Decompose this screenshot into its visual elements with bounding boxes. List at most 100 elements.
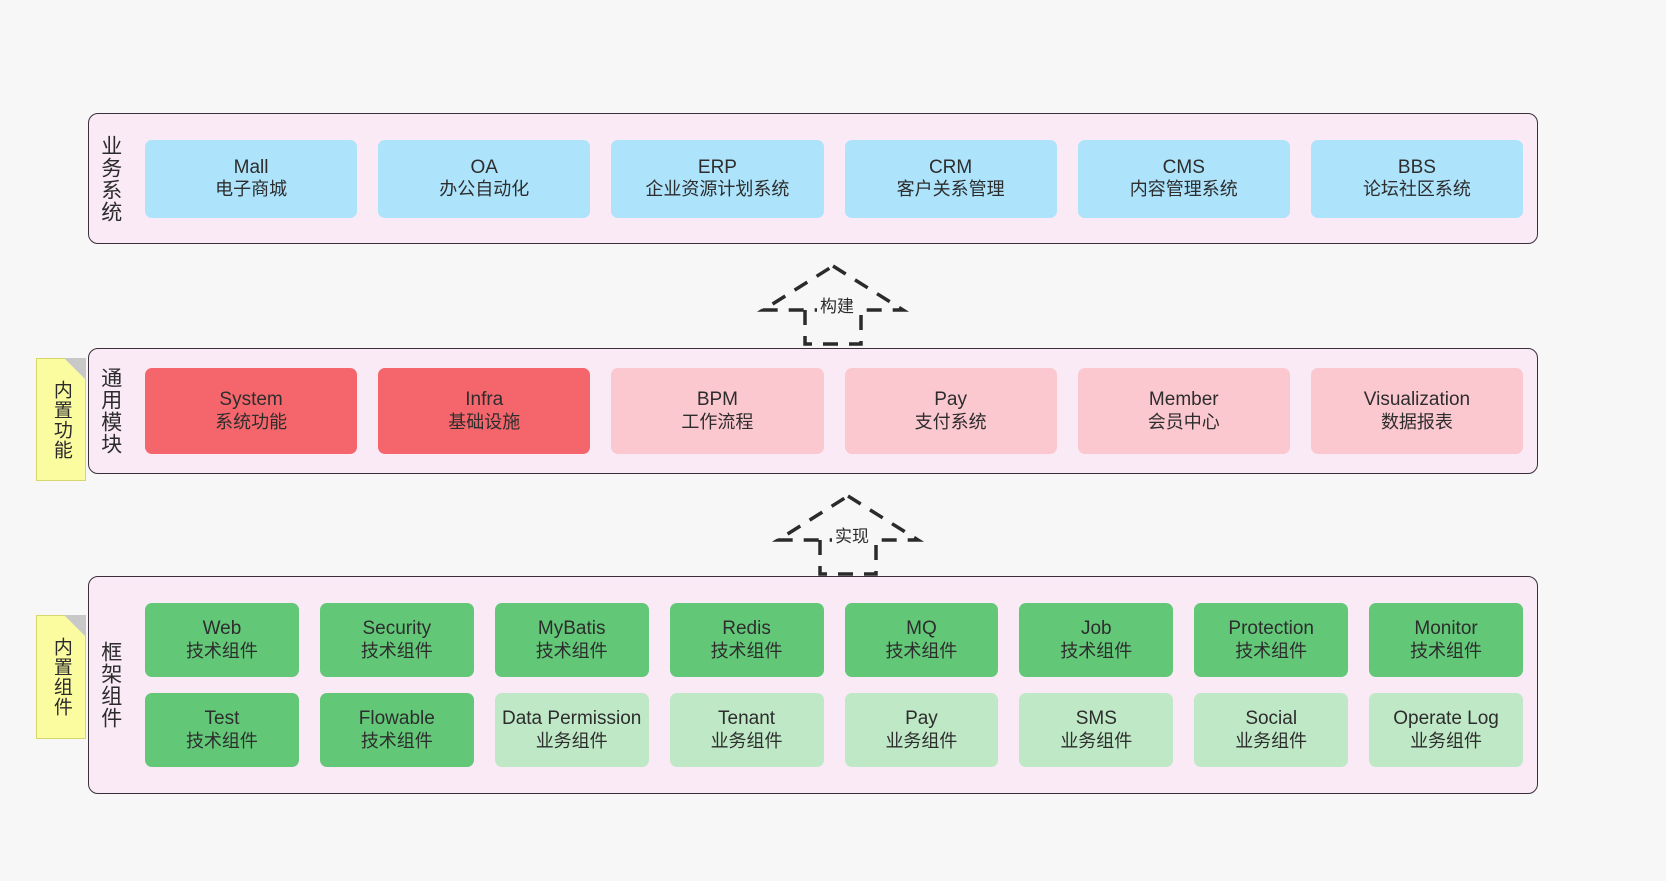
module-desc: 系统功能 <box>215 411 288 432</box>
module-name: CRM <box>928 156 973 178</box>
component-box-flowable[interactable]: Flowable 技术组件 <box>319 693 474 767</box>
component-box-monitor[interactable]: Monitor 技术组件 <box>1369 603 1523 677</box>
module-box-pay[interactable]: Pay 支付系统 <box>844 368 1057 454</box>
module-name: Mall <box>233 156 269 178</box>
module-name: BPM <box>696 389 739 411</box>
component-name: MyBatis <box>537 618 606 640</box>
component-name: Security <box>362 618 432 640</box>
module-desc: 工作流程 <box>681 411 754 432</box>
component-desc: 技术组件 <box>1060 640 1133 661</box>
component-desc: 业务组件 <box>710 730 783 751</box>
module-desc: 支付系统 <box>914 411 987 432</box>
module-box-crm[interactable]: CRM 客户关系管理 <box>844 139 1057 218</box>
component-box-redis[interactable]: Redis 技术组件 <box>669 603 824 677</box>
module-box-system[interactable]: System 系统功能 <box>145 368 358 454</box>
sticky-note-label: 内置组件 <box>50 637 72 717</box>
module-box-member[interactable]: Member 会员中心 <box>1077 368 1290 454</box>
module-name: Visualization <box>1363 389 1471 411</box>
layer-business-systems: 业务系统 Mall 电子商城 OA 办公自动化 ERP 企业资源计划系统 CRM… <box>88 113 1538 244</box>
component-box-pay[interactable]: Pay 业务组件 <box>844 693 999 767</box>
module-box-oa[interactable]: OA 办公自动化 <box>378 139 591 218</box>
component-desc: 技术组件 <box>535 640 608 661</box>
generalization-arrow-icon <box>771 493 925 576</box>
component-box-security[interactable]: Security 技术组件 <box>319 603 474 677</box>
component-box-mq[interactable]: MQ 技术组件 <box>844 603 999 677</box>
module-name: Pay <box>934 389 967 411</box>
layer-business-systems-title: 业务系统 <box>98 134 122 223</box>
layer-business-systems-body: Mall 电子商城 OA 办公自动化 ERP 企业资源计划系统 CRM 客户关系… <box>131 114 1537 243</box>
component-name: MQ <box>906 618 937 640</box>
component-name: Flowable <box>358 708 435 730</box>
module-box-bpm[interactable]: BPM 工作流程 <box>611 368 824 454</box>
component-desc: 业务组件 <box>535 730 608 751</box>
component-desc: 业务组件 <box>1235 730 1308 751</box>
component-box-job[interactable]: Job 技术组件 <box>1019 603 1174 677</box>
component-name: Protection <box>1228 618 1314 640</box>
module-box-bbs[interactable]: BBS 论坛社区系统 <box>1310 139 1524 218</box>
module-desc: 客户关系管理 <box>896 179 1005 200</box>
sticky-note-builtin-components: 内置组件 <box>36 615 86 739</box>
module-name: ERP <box>697 156 737 178</box>
sticky-note-builtin-functions: 内置功能 <box>36 358 86 481</box>
component-desc: 技术组件 <box>360 640 433 661</box>
component-name: Social <box>1245 708 1298 730</box>
component-box-data-permission[interactable]: Data Permission 业务组件 <box>494 693 649 767</box>
module-box-cms[interactable]: CMS 内容管理系统 <box>1077 139 1290 218</box>
sticky-note-label: 内置功能 <box>50 379 72 460</box>
component-desc: 技术组件 <box>360 730 433 751</box>
component-name: Data Permission <box>501 708 642 730</box>
connector-build: 构建 <box>756 262 910 346</box>
module-box-erp[interactable]: ERP 企业资源计划系统 <box>611 139 824 218</box>
framework-biz-row: Test 技术组件 Flowable 技术组件 Data Permission … <box>145 693 1523 767</box>
component-desc: 业务组件 <box>1410 730 1483 751</box>
component-name: Job <box>1080 618 1112 640</box>
module-box-mall[interactable]: Mall 电子商城 <box>145 139 358 218</box>
component-desc: 技术组件 <box>185 730 258 751</box>
module-desc: 电子商城 <box>215 179 288 200</box>
component-box-web[interactable]: Web 技术组件 <box>145 603 299 677</box>
module-name: Infra <box>465 389 504 411</box>
component-desc: 技术组件 <box>1235 640 1308 661</box>
module-box-visualization[interactable]: Visualization 数据报表 <box>1310 368 1524 454</box>
module-desc: 办公自动化 <box>439 179 530 200</box>
module-name: BBS <box>1397 156 1436 178</box>
layer-framework-components-title: 框架组件 <box>98 641 122 729</box>
component-name: Test <box>204 708 240 730</box>
module-desc: 会员中心 <box>1147 411 1220 432</box>
module-name: System <box>219 389 283 411</box>
layer-framework-components: 框架组件 Web 技术组件 Security 技术组件 MyBatis 技术组件… <box>88 576 1538 794</box>
component-name: Operate Log <box>1393 708 1499 730</box>
component-name: Pay <box>905 708 938 730</box>
layer-common-modules: 通用模块 System 系统功能 Infra 基础设施 BPM 工作流程 Pay… <box>88 348 1538 474</box>
component-name: Tenant <box>718 708 776 730</box>
module-box-infra[interactable]: Infra 基础设施 <box>378 368 591 454</box>
connector-implement: 实现 <box>771 492 925 576</box>
component-desc: 技术组件 <box>1410 640 1483 661</box>
connector-build-label: 构建 <box>817 292 857 317</box>
module-name: CMS <box>1162 156 1205 178</box>
component-box-mybatis[interactable]: MyBatis 技术组件 <box>494 603 649 677</box>
module-desc: 基础设施 <box>448 411 521 432</box>
component-desc: 业务组件 <box>885 730 958 751</box>
generalization-arrow-icon <box>756 263 910 346</box>
component-desc: 技术组件 <box>710 640 783 661</box>
component-name: Web <box>202 618 242 640</box>
layer-framework-components-body: Web 技术组件 Security 技术组件 MyBatis 技术组件 Redi… <box>131 577 1537 793</box>
layer-common-modules-title: 通用模块 <box>98 367 122 455</box>
component-box-sms[interactable]: SMS 业务组件 <box>1019 693 1174 767</box>
module-name: Member <box>1148 389 1219 411</box>
connector-implement-label: 实现 <box>832 522 872 547</box>
component-box-social[interactable]: Social 业务组件 <box>1194 693 1349 767</box>
layer-common-modules-body: System 系统功能 Infra 基础设施 BPM 工作流程 Pay 支付系统… <box>131 349 1537 473</box>
component-box-tenant[interactable]: Tenant 业务组件 <box>669 693 824 767</box>
module-desc: 内容管理系统 <box>1129 179 1238 200</box>
module-name: OA <box>470 156 498 178</box>
component-box-test[interactable]: Test 技术组件 <box>145 693 299 767</box>
component-desc: 技术组件 <box>185 640 258 661</box>
component-box-protection[interactable]: Protection 技术组件 <box>1194 603 1349 677</box>
component-box-operate-log[interactable]: Operate Log 业务组件 <box>1369 693 1523 767</box>
module-desc: 数据报表 <box>1380 411 1453 432</box>
component-name: SMS <box>1075 708 1117 730</box>
business-systems-row: Mall 电子商城 OA 办公自动化 ERP 企业资源计划系统 CRM 客户关系… <box>145 139 1524 218</box>
